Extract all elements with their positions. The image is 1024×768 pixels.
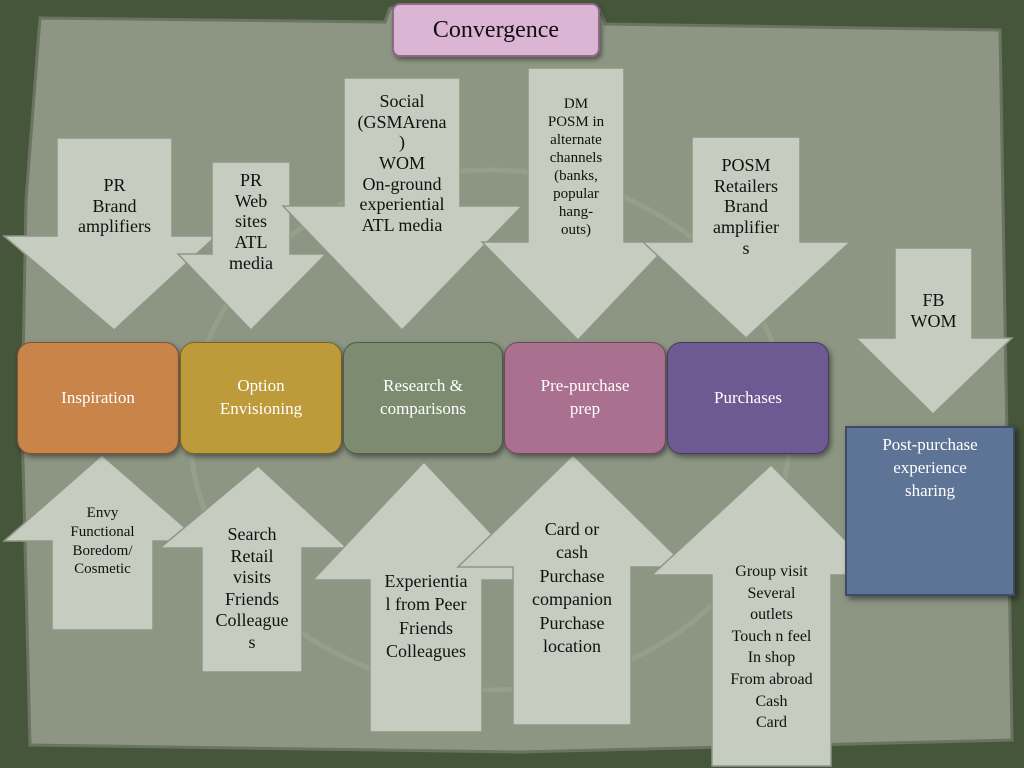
- bottom-arrow-4-text: Card or cash Purchase companion Purchase…: [532, 519, 612, 656]
- bottom-arrow-3-text: Experientia l from Peer Friends Colleagu…: [384, 571, 468, 662]
- top-arrow-6-shape: [854, 247, 1014, 416]
- top-arrow-1-shape: [1, 137, 218, 332]
- stage-inspiration: Inspiration: [17, 342, 179, 454]
- stage-purchases: Purchases: [667, 342, 829, 454]
- stage-pre-purchase-prep-label: Pre-purchase prep: [540, 376, 630, 418]
- bottom-arrow-5-text: Group visit Several outlets Touch n feel…: [730, 563, 813, 732]
- top-arrow-3-text: Social (GSMArena ) WOM On-ground experie…: [357, 91, 447, 236]
- top-arrow-2-shape: [176, 161, 328, 332]
- top-arrow-5-text: POSM Retailers Brand amplifier s: [713, 155, 779, 258]
- stage-option-envisioning-label: Option Envisioning: [219, 376, 303, 418]
- stage-pre-purchase-prep: Pre-purchase prep: [504, 342, 666, 454]
- top-arrow-2-text: PR Web sites ATL media: [229, 170, 273, 273]
- bottom-arrow-2-shape: [157, 465, 349, 673]
- stage-research-comparisons-label: Research & comparisons: [380, 376, 466, 418]
- top-arrow-1-text: PR Brand amplifiers: [78, 175, 151, 237]
- top-arrow-6-text: FB WOM: [910, 290, 957, 331]
- top-arrow-3-shape: [281, 77, 524, 332]
- convergence-title: Convergence: [392, 3, 600, 57]
- stage-research-comparisons: Research & comparisons: [343, 342, 503, 454]
- top-arrow-4-shape: [480, 67, 673, 342]
- stage-purchases-label: Purchases: [714, 387, 782, 407]
- top-arrow-4-text: DM POSM in alternate channels (banks, po…: [547, 96, 605, 238]
- bottom-arrow-1-text: Envy Functional Boredom/ Cosmetic: [70, 505, 135, 578]
- post-purchase-box: Post-purchase experience sharing: [845, 426, 1015, 596]
- stage-option-envisioning: Option Envisioning: [180, 342, 342, 454]
- top-arrow-5-shape: [641, 136, 852, 340]
- bottom-arrow-2-text: Search Retail visits Friends Colleague s: [215, 524, 289, 652]
- stage-inspiration-label: Inspiration: [61, 387, 135, 407]
